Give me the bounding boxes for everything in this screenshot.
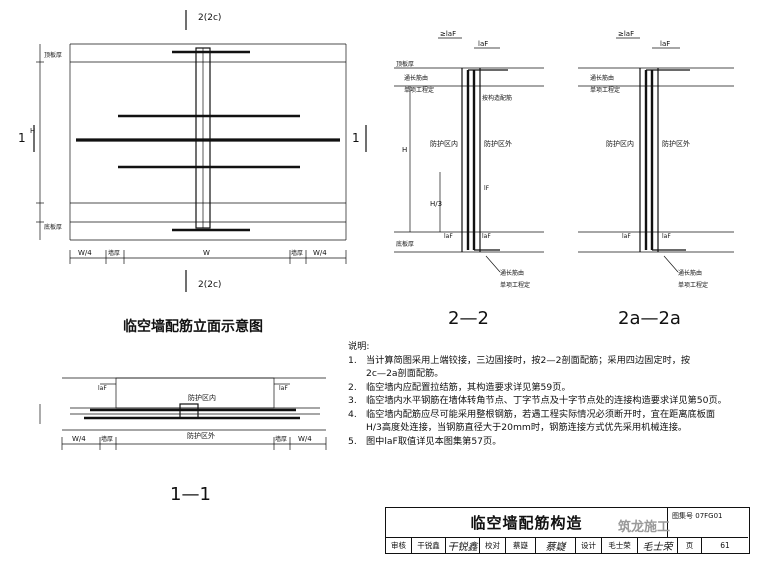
s22-h: H bbox=[402, 146, 407, 154]
s2a-caption: 2a—2a bbox=[618, 308, 681, 329]
signature-row: 审核 干锐鑫 干锐鑫 校对 蔡嶷 蔡嶷 设计 毛士荣 毛士荣 页 61 bbox=[386, 538, 748, 553]
section-2a-2a: ≥laF laF 通长筋由 单项工程定 防护区内 防护区外 laF laF 通长… bbox=[578, 30, 734, 329]
title-block: 临空墙配筋构造 图集号 07FG01 审核 干锐鑫 干锐鑫 校对 蔡嶷 蔡嶷 设… bbox=[385, 507, 750, 554]
s2a-lae-top-a: ≥laF bbox=[618, 30, 634, 38]
plan-w4-left: W/4 bbox=[72, 435, 86, 443]
atlas-label: 图集号 bbox=[672, 512, 693, 520]
review-signature: 干锐鑫 bbox=[446, 538, 480, 553]
s22-lf: lF bbox=[484, 185, 490, 192]
note-4-cont: H/3高度处连接，当钢筋直径大于20mm时，钢筋连接方式优先采用机械连接。 bbox=[366, 422, 688, 433]
s22-note-bot: 通长筋由 bbox=[500, 269, 524, 277]
plan-outer: 防护区外 bbox=[187, 431, 215, 440]
elev-w4-left: W/4 bbox=[78, 249, 92, 257]
s2a-outer: 防护区外 bbox=[662, 139, 690, 148]
s22-bot-slab: 底板厚 bbox=[396, 240, 414, 248]
s2a-lae-bot-b: laF bbox=[662, 233, 671, 240]
s22-h3: H/3 bbox=[430, 200, 442, 208]
note-1-cont: 2c—2a剖面配筋。 bbox=[366, 368, 444, 379]
review-name: 干锐鑫 bbox=[412, 538, 446, 553]
s22-lae-top-a: ≥laF bbox=[440, 30, 456, 38]
note-5: 5.图中laF取值详见本图集第57页。 bbox=[348, 435, 502, 447]
elev-w4-right: W/4 bbox=[313, 249, 327, 257]
s22-outer: 防护区外 bbox=[484, 139, 512, 148]
top-slab-label: 顶板厚 bbox=[44, 51, 62, 59]
check-label: 校对 bbox=[480, 538, 506, 553]
watermark: 筑龙施工 bbox=[618, 520, 671, 535]
note-3: 3.临空墙内水平钢筋在墙体转角节点、丁字节点及十字节点处的连接构造要求详见第50… bbox=[348, 395, 727, 406]
s22-note-top: 通长筋由 bbox=[404, 74, 428, 82]
elev-wall-right: 墙厚 bbox=[291, 249, 303, 257]
s2a-lae-top-b: laF bbox=[660, 40, 670, 48]
s22-lae-top-b: laF bbox=[478, 40, 488, 48]
notes-heading: 说明: bbox=[348, 341, 370, 352]
s22-caption: 2—2 bbox=[448, 308, 489, 329]
elevation-drawing: 2(2c) 2(2c) 1 顶板厚 H 底板厚 bbox=[18, 10, 367, 335]
s22-note-top2: 单项工程定 bbox=[404, 86, 434, 94]
s22-note-bot2: 单项工程定 bbox=[500, 281, 530, 289]
bottom-slab-label: 底板厚 bbox=[44, 223, 62, 231]
plan-drawing: laF laF 防护区内 防护区外 W/4 墙厚 墙厚 W/4 1—1 bbox=[39, 377, 327, 505]
review-label: 审核 bbox=[386, 538, 412, 553]
s22-lae-bot-b: laF bbox=[482, 233, 491, 240]
elev-wall-left: 墙厚 bbox=[108, 249, 120, 257]
s2a-lae-bot-a: laF bbox=[622, 233, 631, 240]
design-name: 毛士荣 bbox=[602, 538, 638, 553]
height-label: H bbox=[30, 127, 35, 135]
s22-lae-bot-a: laF bbox=[444, 233, 453, 240]
elev-w: W bbox=[203, 249, 210, 257]
plan-wall-left: 墙厚 bbox=[101, 435, 113, 443]
atlas-box: 图集号 07FG01 bbox=[668, 508, 748, 538]
s2a-inner: 防护区内 bbox=[606, 139, 634, 148]
note-1: 1.当计算简图采用上端铰接，三边固接时，按2—2剖面配筋；采用四边固定时，按 bbox=[348, 354, 691, 366]
section-2-2: ≥laF laF 通长筋由 单项工程定 按构造配筋 防护区内 防护区外 H H/… bbox=[394, 30, 544, 329]
notes: 说明: 1.当计算简图采用上端铰接，三边固接时，按2—2剖面配筋；采用四边固定时… bbox=[348, 340, 748, 448]
note-2: 2.临空墙内应配置拉结筋，其构造要求详见第59页。 bbox=[348, 381, 571, 393]
plan-lae-right: laF bbox=[279, 385, 288, 392]
side-mark-left: 1 bbox=[18, 131, 26, 145]
section-mark-top: 2(2c) bbox=[198, 13, 221, 23]
page-number: 61 bbox=[720, 541, 730, 550]
elevation-caption: 临空墙配筋立面示意图 bbox=[123, 318, 263, 335]
drawing-title: 临空墙配筋构造 bbox=[386, 508, 668, 538]
atlas-no: 07FG01 bbox=[695, 512, 723, 520]
s2a-note-top: 通长筋由 bbox=[590, 74, 614, 82]
check-signature: 蔡嶷 bbox=[536, 538, 576, 553]
side-mark-right: 1 bbox=[352, 131, 360, 145]
s22-top-slab: 顶板厚 bbox=[396, 60, 414, 68]
s22-inner: 防护区内 bbox=[430, 139, 458, 148]
plan-caption: 1—1 bbox=[170, 484, 211, 505]
s2a-note-bot: 通长筋由 bbox=[678, 269, 702, 277]
plan-wall-right: 墙厚 bbox=[275, 435, 287, 443]
section-mark-bottom: 2(2c) bbox=[198, 280, 221, 290]
page-label: 页 bbox=[678, 538, 702, 553]
plan-w4-right: W/4 bbox=[298, 435, 312, 443]
s2a-note-top2: 单项工程定 bbox=[590, 86, 620, 94]
s2a-note-bot2: 单项工程定 bbox=[678, 281, 708, 289]
design-signature: 毛士荣 bbox=[638, 538, 678, 553]
design-label: 设计 bbox=[576, 538, 602, 553]
s22-tie: 按构造配筋 bbox=[482, 94, 512, 102]
note-4: 4.临空墙内配筋应尽可能采用整根钢筋，若遇工程实际情况必须断开时，宜在距离底板面 bbox=[348, 408, 716, 420]
plan-lae-left: laF bbox=[98, 385, 107, 392]
plan-inner: 防护区内 bbox=[188, 393, 216, 402]
check-name: 蔡嶷 bbox=[506, 538, 536, 553]
